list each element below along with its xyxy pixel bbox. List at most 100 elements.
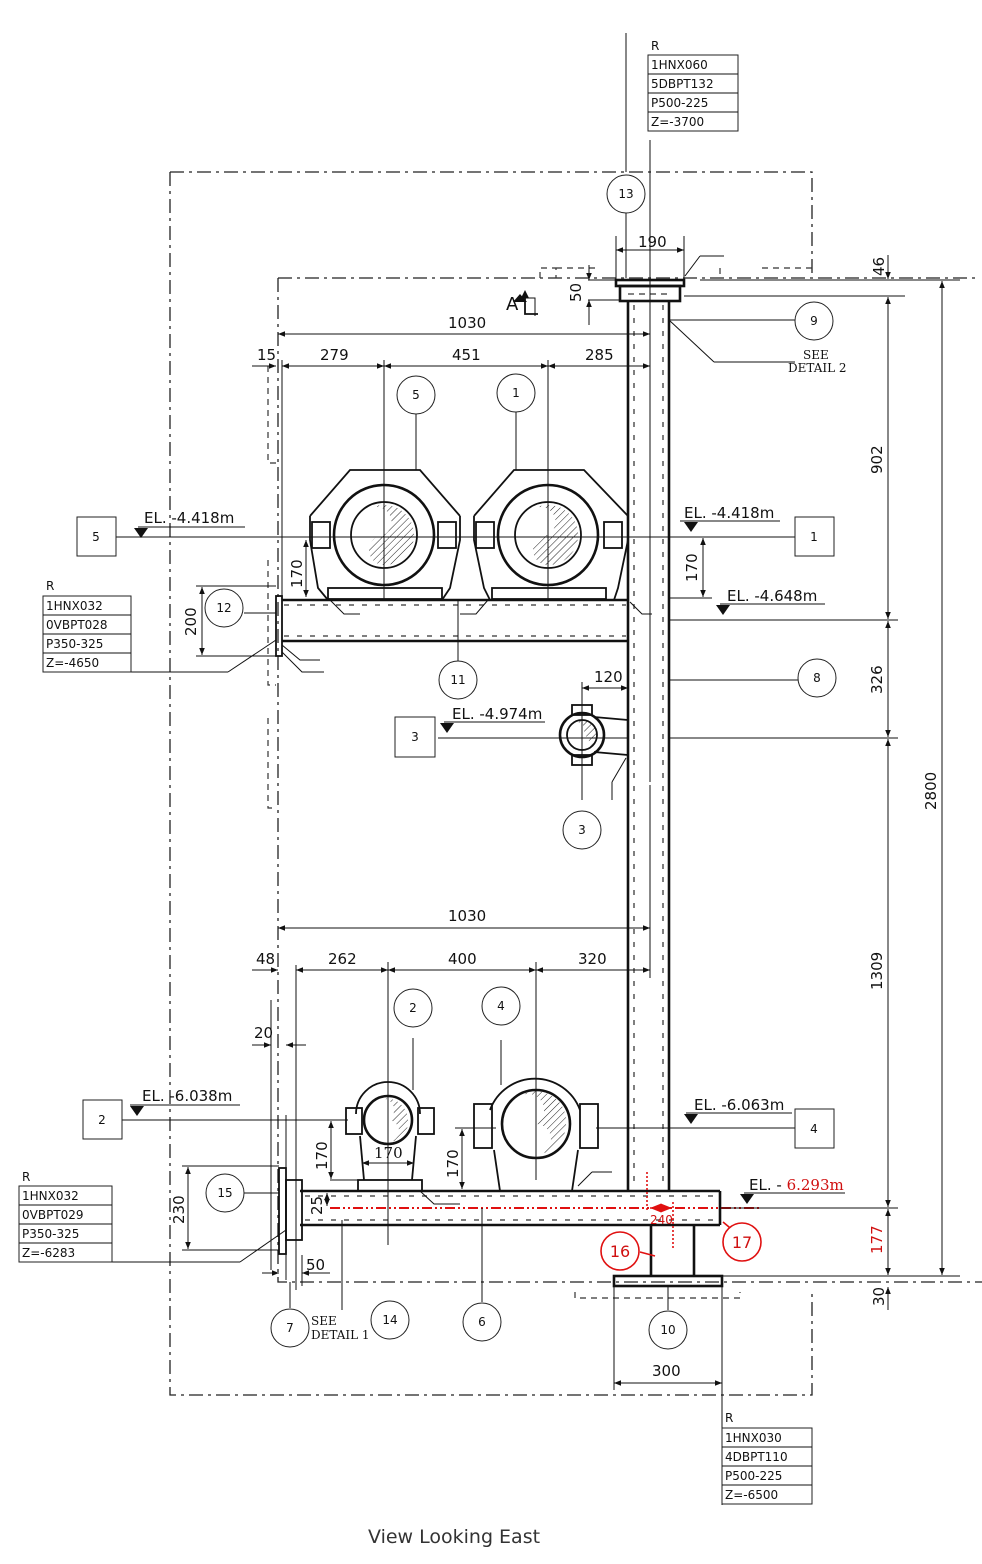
dim-lower-beam-length: 1030	[448, 907, 486, 925]
svg-text:10: 10	[660, 1323, 675, 1337]
dim-upper-left-gap: 15	[257, 346, 276, 364]
pipe-clamp-2	[345, 1081, 435, 1192]
svg-text:2: 2	[409, 1001, 417, 1015]
dim-clamp3-offset: 120	[594, 668, 623, 686]
dim-lower-left-gap: 48	[256, 950, 275, 968]
balloon-11: 11	[438, 660, 478, 700]
see-detail-1-line2: DETAIL 1	[311, 1328, 370, 1342]
dim-upper-beam-length: 1030	[448, 314, 486, 332]
dim-lower-beam-offset: 25	[308, 1196, 326, 1215]
elevation-markers	[130, 294, 754, 1204]
svg-text:Z=-3700: Z=-3700	[651, 115, 704, 129]
balloon-14: 14	[370, 1300, 410, 1340]
dim-vert-177: 177	[868, 1225, 886, 1254]
see-detail-2-line2: DETAIL 2	[788, 361, 847, 375]
pipe-box-3: 3	[394, 716, 436, 758]
elevation-pipe-1: EL. -4.418m	[684, 504, 774, 522]
balloon-4: 4	[481, 986, 521, 1026]
dim-red-offset: 240	[650, 1213, 673, 1227]
svg-text:R: R	[22, 1170, 30, 1184]
svg-text:5DBPT132: 5DBPT132	[651, 77, 714, 91]
svg-text:3: 3	[411, 730, 419, 744]
svg-text:1: 1	[810, 530, 818, 544]
svg-text:14: 14	[382, 1313, 397, 1327]
balloon-16: 16	[600, 1231, 640, 1271]
dim-lower-spacing-3: 320	[578, 950, 607, 968]
svg-text:7: 7	[286, 1321, 294, 1335]
svg-text:11: 11	[450, 673, 465, 687]
ref-table-bottom: R 1HNX030 4DBPT110 P500-225 Z=-6500	[721, 1411, 813, 1505]
svg-text:0VBPT029: 0VBPT029	[22, 1208, 84, 1222]
dim-lower-plate-gap: 20	[254, 1024, 273, 1042]
balloon-3: 3	[562, 810, 602, 850]
balloon-1: 1	[496, 373, 536, 413]
svg-text:4: 4	[810, 1122, 818, 1136]
svg-text:4: 4	[497, 999, 505, 1013]
pipe-number-boxes: 5 1 3 2 4	[76, 516, 835, 1149]
svg-text:0VBPT028: 0VBPT028	[46, 618, 108, 632]
pipe-box-5: 5	[76, 516, 117, 557]
vertical-column	[626, 300, 671, 1190]
dim-upper-spacing-2: 451	[452, 346, 481, 364]
section-marker-a: A	[506, 290, 538, 315]
dim-vert-30: 30	[870, 1287, 888, 1306]
dim-top-plate-width: 190	[638, 233, 667, 251]
svg-text:8: 8	[813, 671, 821, 685]
pipe-box-1: 1	[794, 516, 835, 557]
svg-text:9: 9	[810, 314, 818, 328]
svg-text:1HNX032: 1HNX032	[46, 599, 103, 613]
elevation-labels: EL. -4.418m EL. -4.418m EL. -4.648m EL. …	[142, 504, 844, 1194]
balloon-6: 6	[462, 1302, 502, 1342]
svg-text:13: 13	[618, 187, 633, 201]
balloon-9: 9	[794, 301, 834, 341]
see-detail-1-line1: SEE	[311, 1314, 337, 1328]
elevation-pipe-5: EL. -4.418m	[144, 509, 234, 527]
dim-base-plate-width: 300	[652, 1362, 681, 1380]
svg-text:P350-325: P350-325	[22, 1227, 79, 1241]
elevation-pipe-4: EL. -6.063m	[694, 1096, 784, 1114]
svg-text:Z=-6500: Z=-6500	[725, 1488, 778, 1502]
upper-beam	[275, 595, 628, 657]
elevation-red-line: EL. - 6.293m	[749, 1176, 844, 1194]
dim-upper-shoe-height-right: 170	[683, 553, 701, 582]
see-detail-2-line1: SEE	[803, 348, 829, 362]
balloon-5: 5	[396, 375, 436, 415]
balloon-12: 12	[204, 588, 244, 628]
balloon-10: 10	[648, 1310, 688, 1350]
dim-vert-1309: 1309	[868, 952, 886, 990]
dimension-lines	[182, 236, 960, 1420]
svg-text:P350-325: P350-325	[46, 637, 103, 651]
balloons: 13 9 5 1 12 11 8 3 2 4 15 7 14 6 10 16 1…	[204, 174, 837, 1350]
dim-upper-spacing-3: 285	[585, 346, 614, 364]
svg-text:17: 17	[732, 1233, 752, 1252]
svg-text:5: 5	[92, 530, 100, 544]
svg-text:12: 12	[216, 601, 231, 615]
balloon-13: 13	[606, 174, 646, 214]
svg-text:16: 16	[610, 1242, 630, 1261]
base-stub	[612, 1225, 724, 1310]
elevation-pipe-2: EL. -6.038m	[142, 1087, 232, 1105]
balloon-7: 7	[270, 1308, 310, 1348]
svg-text:Z=-4650: Z=-4650	[46, 656, 99, 670]
dim-top-offset: 46	[870, 257, 888, 276]
pipe-box-2: 2	[82, 1099, 123, 1140]
view-title: View Looking East	[368, 1526, 540, 1548]
section-marker-label: A	[506, 294, 519, 315]
ref-table-left-upper: R 1HNX032 0VBPT028 P350-325 Z=-4650	[42, 579, 132, 673]
svg-text:1HNX060: 1HNX060	[651, 58, 708, 72]
svg-text:Z=-6283: Z=-6283	[22, 1246, 75, 1260]
svg-text:R: R	[725, 1411, 733, 1425]
dim-shoe2-width: 170	[374, 1144, 403, 1162]
balloon-17: 17	[722, 1222, 762, 1262]
elevation-pipe-3: EL. -4.974m	[452, 705, 542, 723]
svg-text:P500-225: P500-225	[651, 96, 708, 110]
svg-text:1HNX032: 1HNX032	[22, 1189, 79, 1203]
dim-upper-shoe-height-left: 170	[288, 559, 306, 588]
detail-notes: SEE DETAIL 2 SEE DETAIL 1	[311, 348, 847, 1342]
dimension-labels: 190 50 46 1030 15 279 451 285 170 170 20…	[170, 233, 940, 1380]
dim-shoe2-height: 170	[313, 1141, 331, 1170]
elevation-red-prefix: EL. -	[749, 1176, 787, 1194]
svg-text:2: 2	[98, 1113, 106, 1127]
pipe-box-4: 4	[794, 1108, 835, 1149]
